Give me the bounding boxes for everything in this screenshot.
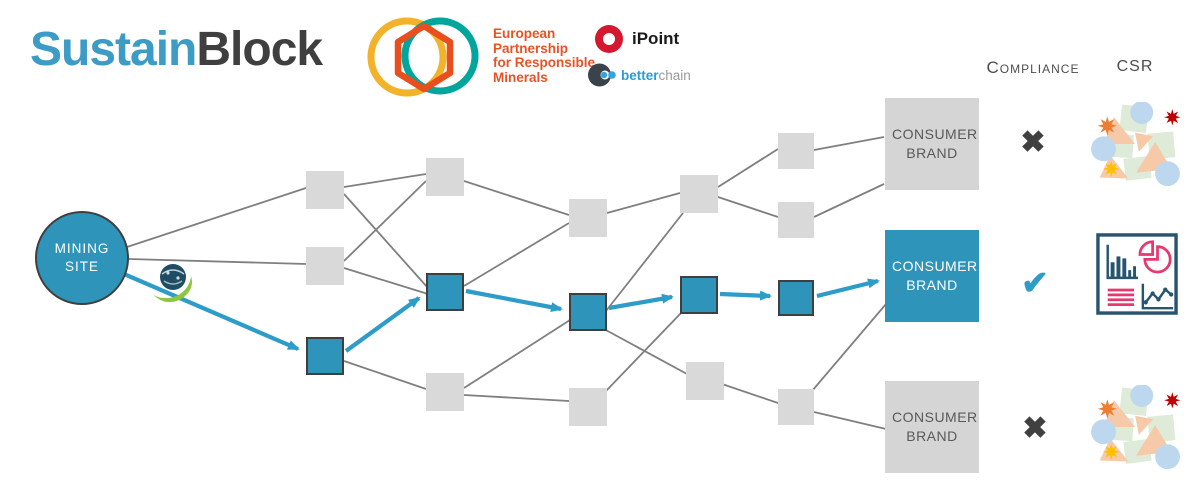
csr-shapes-collage-icon <box>1088 102 1184 188</box>
supplier-node-verified <box>306 337 344 375</box>
consumer-brand-1-label: CONSUMER BRAND <box>892 126 978 161</box>
supplier-node-verified <box>426 273 464 311</box>
supplier-node <box>306 171 344 209</box>
eprm-logo-text: European Partnership for Responsible Min… <box>493 26 596 85</box>
supplier-node <box>569 199 607 237</box>
ipoint-logo-icon <box>595 25 623 53</box>
betterchain-logo-icon <box>588 63 616 87</box>
ipoint-logo: iPoint <box>594 24 679 54</box>
compliance-fail-icon: ✖ <box>1022 411 1048 445</box>
consumer-brand-1: CONSUMER BRAND <box>885 98 979 190</box>
compliance-fail-icon: ✖ <box>1020 125 1046 159</box>
betterchain-logo: betterchain <box>588 63 691 87</box>
mining-site-label-line1: MINING <box>54 241 110 256</box>
brand-block: Block <box>196 23 323 76</box>
eprm-logo: European Partnership for Responsible Min… <box>363 10 595 102</box>
csr-shapes-collage-icon <box>1088 385 1184 471</box>
supplier-node <box>426 158 464 196</box>
supplier-node <box>680 175 718 213</box>
ipoint-logo-text: iPoint <box>632 29 680 48</box>
supplier-node-verified <box>569 293 607 331</box>
verified-path <box>123 272 880 353</box>
csr-column-header: CSR <box>1116 58 1154 75</box>
responsible-sourcing-icon <box>153 264 192 303</box>
mining-site-node: MINING SITE <box>35 211 129 305</box>
consumer-brand-2-verified: CONSUMER BRAND <box>885 230 979 322</box>
mining-site-label-line2: SITE <box>64 259 99 274</box>
betterchain-better: better <box>621 67 659 83</box>
supplier-node <box>306 247 344 285</box>
compliance-column-header: Compliance <box>986 58 1080 77</box>
consumer-brand-3: CONSUMER BRAND <box>885 381 979 473</box>
supplier-node-verified <box>778 280 814 316</box>
betterchain-chain: chain <box>658 67 691 83</box>
supplier-node <box>778 133 814 169</box>
consumer-brand-2-label: CONSUMER BRAND <box>892 258 978 293</box>
supplier-node <box>778 202 814 238</box>
brand-sustain: Sustain <box>30 23 197 76</box>
supplier-node <box>569 388 607 426</box>
supplier-node <box>686 362 724 400</box>
supplier-node <box>778 389 814 425</box>
sustainblock-logo: SustainBlock <box>30 22 323 77</box>
eprm-logo-icon <box>367 17 479 97</box>
consumer-brand-3-label: CONSUMER BRAND <box>892 409 978 444</box>
compliance-pass-icon: ✔ <box>1021 263 1049 301</box>
supplier-node <box>426 373 464 411</box>
supplier-node-verified <box>680 276 718 314</box>
csr-report-icon <box>1096 233 1178 315</box>
